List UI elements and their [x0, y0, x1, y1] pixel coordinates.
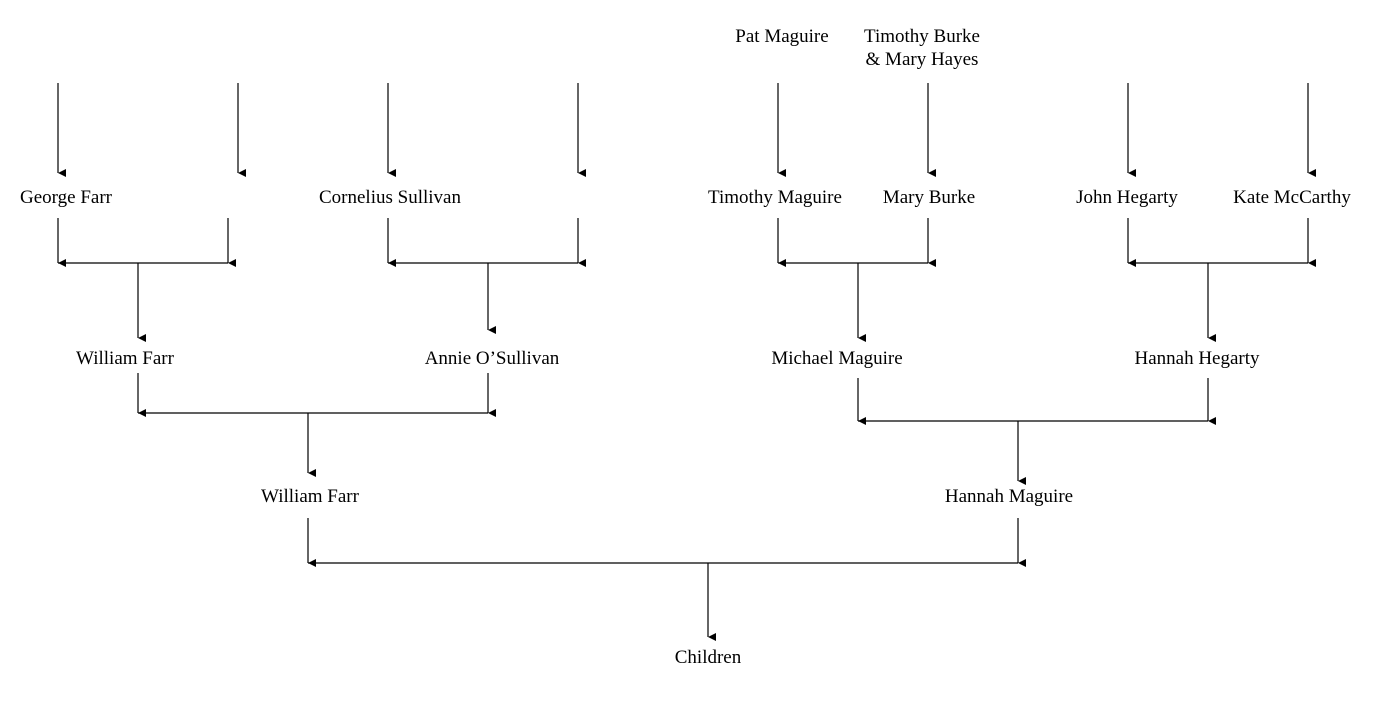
node-cornelius-sullivan: Cornelius Sullivan [319, 187, 461, 208]
node-michael-maguire: Michael Maguire [771, 348, 902, 369]
node-annie-osullivan: Annie O’Sullivan [425, 348, 560, 369]
node-kate-mccarthy: Kate McCarthy [1233, 187, 1351, 208]
node-william-farr-junior: William Farr [261, 486, 360, 507]
node-hannah-hegarty: Hannah Hegarty [1134, 348, 1260, 369]
node-mary-burke: Mary Burke [883, 187, 975, 208]
node-timothy-maguire: Timothy Maguire [708, 187, 842, 208]
node-john-hegarty: John Hegarty [1076, 187, 1178, 208]
node-hannah-maguire: Hannah Maguire [945, 486, 1073, 507]
node-pat-maguire: Pat Maguire [735, 26, 828, 47]
node-william-farr-senior: William Farr [76, 348, 175, 369]
node-george-farr: George Farr [20, 187, 113, 208]
node-timothy-burke-mary-hayes-line1: Timothy Burke [864, 26, 980, 47]
node-children: Children [675, 647, 742, 668]
node-timothy-burke-mary-hayes-line2: & Mary Hayes [866, 49, 979, 70]
